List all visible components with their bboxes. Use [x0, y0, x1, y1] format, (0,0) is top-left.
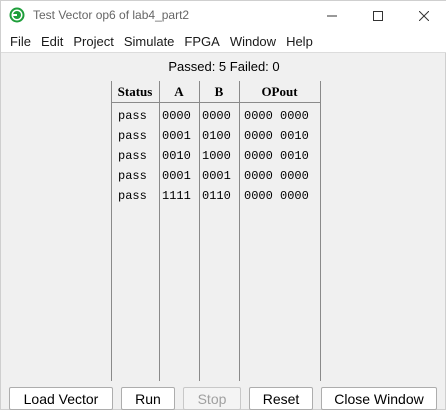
menu-bar: File Edit Project Simulate FPGA Window H… — [1, 31, 446, 53]
table-row: pass 0010 1000 0000 0010 — [111, 146, 321, 166]
header-opout: OPout — [261, 84, 298, 99]
b-cell: 1000 — [202, 149, 231, 163]
run-button[interactable]: Run — [121, 387, 175, 410]
pass-fail-summary: Passed: 5 Failed: 0 — [168, 59, 280, 74]
opout-cell: 0000 0000 — [244, 189, 309, 203]
close-window-button[interactable]: Close Window — [321, 387, 437, 410]
table-row: pass 0001 0001 0000 0000 — [111, 166, 321, 186]
table-row: pass 0000 0000 0000 0000 — [111, 106, 321, 126]
menu-window[interactable]: Window — [229, 33, 277, 49]
b-cell: 0100 — [202, 129, 231, 143]
table-row: pass 0001 0100 0000 0010 — [111, 126, 321, 146]
column-divider — [111, 81, 112, 381]
maximize-button[interactable] — [355, 1, 401, 31]
a-cell: 1111 — [162, 189, 191, 203]
header-a: A — [174, 84, 184, 99]
column-divider — [159, 81, 160, 381]
reset-button[interactable]: Reset — [249, 387, 313, 410]
opout-cell: 0000 0010 — [244, 129, 309, 143]
close-icon — [419, 11, 429, 21]
table-row: pass 1111 0110 0000 0000 — [111, 186, 321, 206]
menu-file[interactable]: File — [10, 33, 31, 49]
app-logo-icon — [9, 7, 25, 23]
load-vector-button[interactable]: Load Vector — [9, 387, 113, 410]
b-cell: 0110 — [202, 189, 231, 203]
menu-project[interactable]: Project — [73, 33, 114, 49]
status-cell: pass — [118, 109, 147, 123]
stop-button[interactable]: Stop — [183, 387, 241, 410]
a-cell: 0001 — [162, 169, 191, 183]
maximize-icon — [373, 11, 383, 21]
header-b: B — [214, 84, 224, 99]
test-vector-table: Status A B OPout pass 0000 0000 0000 000… — [111, 81, 321, 381]
menu-fpga[interactable]: FPGA — [184, 33, 220, 49]
header-status: Status — [117, 84, 153, 99]
status-cell: pass — [118, 129, 147, 143]
menu-edit[interactable]: Edit — [40, 33, 64, 49]
close-button[interactable] — [401, 1, 446, 31]
opout-cell: 0000 0000 — [244, 169, 309, 183]
a-cell: 0001 — [162, 129, 191, 143]
menu-simulate[interactable]: Simulate — [123, 33, 175, 49]
column-divider — [199, 81, 200, 381]
header-divider — [111, 102, 321, 103]
minimize-button[interactable] — [309, 1, 355, 31]
status-cell: pass — [118, 149, 147, 163]
opout-cell: 0000 0000 — [244, 109, 309, 123]
b-cell: 0000 — [202, 109, 231, 123]
menu-help[interactable]: Help — [286, 33, 313, 49]
title-bar[interactable]: Test Vector op6 of lab4_part2 — [1, 1, 446, 31]
minimize-icon — [327, 15, 337, 17]
opout-cell: 0000 0010 — [244, 149, 309, 163]
a-cell: 0010 — [162, 149, 191, 163]
b-cell: 0001 — [202, 169, 231, 183]
status-cell: pass — [118, 169, 147, 183]
window-title: Test Vector op6 of lab4_part2 — [33, 8, 190, 22]
a-cell: 0000 — [162, 109, 191, 123]
column-divider — [239, 81, 240, 381]
column-divider — [320, 81, 321, 381]
status-cell: pass — [118, 189, 147, 203]
